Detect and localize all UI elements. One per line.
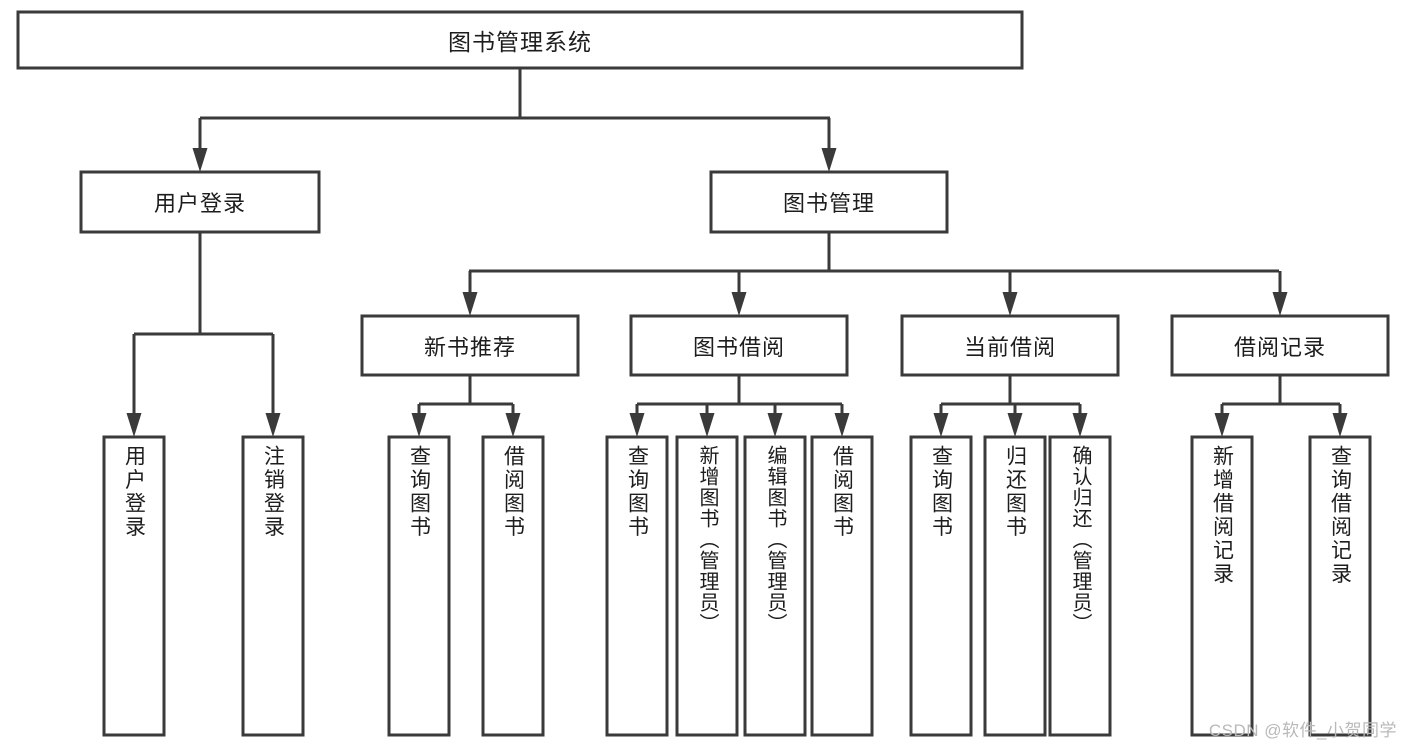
- csdn-watermark: CSDN @软件_小贺同学: [1208, 721, 1397, 740]
- arrow-head-icon: [834, 413, 850, 437]
- arrow-head-icon: [629, 413, 645, 437]
- arrow-head-icon: [1272, 292, 1288, 316]
- node-box-leaf-edit-book[interactable]: [743, 435, 807, 737]
- node-box-leaf-query-book-current[interactable]: [909, 435, 973, 737]
- node-box-current-borrow[interactable]: [900, 314, 1120, 377]
- arrow-head-icon: [126, 413, 142, 437]
- arrow-head-icon: [462, 292, 478, 316]
- arrow-head-icon: [933, 413, 949, 437]
- arrow-head-icon: [1214, 413, 1230, 437]
- node-box-leaf-borrow-book-rec[interactable]: [481, 435, 545, 737]
- node-box-leaf-query-book-borrow[interactable]: [605, 435, 669, 737]
- connectors-layer: [126, 68, 1348, 437]
- arrow-head-icon: [265, 413, 281, 437]
- node-box-leaf-query-record[interactable]: [1308, 435, 1372, 737]
- arrow-head-icon: [731, 292, 747, 316]
- arrow-head-icon: [699, 413, 715, 437]
- arrow-head-icon: [1002, 292, 1018, 316]
- node-box-leaf-add-record[interactable]: [1190, 435, 1254, 737]
- node-box-root[interactable]: [16, 10, 1024, 70]
- arrow-head-icon: [411, 413, 427, 437]
- node-box-book-manage[interactable]: [709, 170, 949, 234]
- node-box-leaf-query-book-rec[interactable]: [387, 435, 451, 737]
- arrow-head-icon: [1007, 413, 1023, 437]
- arrow-head-icon: [505, 413, 521, 437]
- arrow-head-icon: [767, 413, 783, 437]
- arrow-head-icon: [1332, 413, 1348, 437]
- arrow-head-icon: [192, 148, 208, 172]
- node-box-new-book-recommend[interactable]: [360, 314, 580, 377]
- arrow-head-icon: [821, 148, 837, 172]
- node-box-borrow-record[interactable]: [1170, 314, 1390, 377]
- node-box-leaf-confirm-return[interactable]: [1048, 435, 1112, 737]
- node-box-leaf-return-book[interactable]: [983, 435, 1047, 737]
- node-boxes-layer: [16, 10, 1390, 737]
- node-box-leaf-user-login[interactable]: [102, 435, 166, 737]
- node-box-user-login[interactable]: [79, 170, 321, 234]
- node-box-leaf-borrow-book[interactable]: [810, 435, 874, 737]
- node-box-leaf-add-book[interactable]: [675, 435, 739, 737]
- arrow-head-icon: [1072, 413, 1088, 437]
- node-box-book-borrow[interactable]: [629, 314, 849, 377]
- node-box-leaf-logout[interactable]: [241, 435, 305, 737]
